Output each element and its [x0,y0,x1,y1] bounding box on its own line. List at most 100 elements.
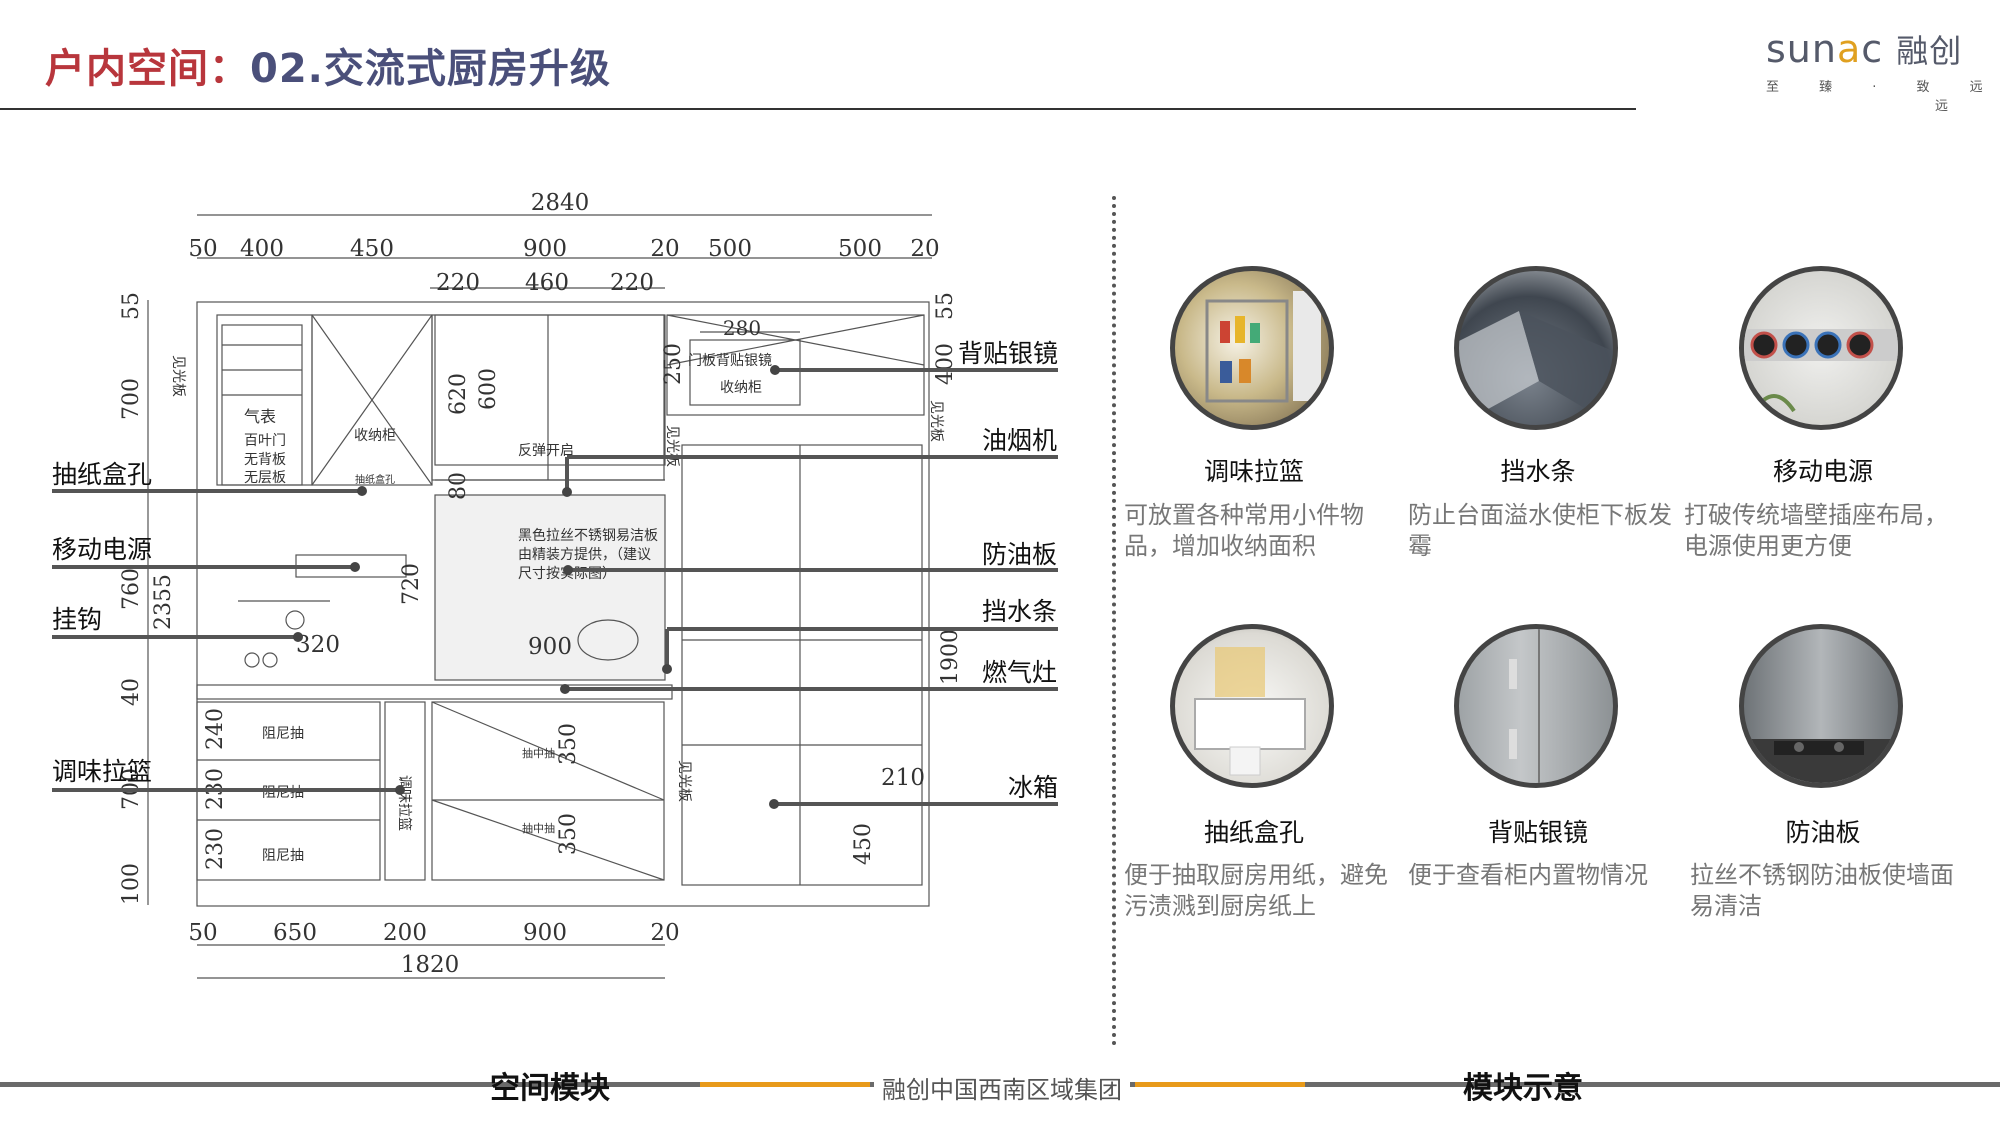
mirror-photo-icon [1454,624,1618,788]
callout-dots [293,365,780,809]
svg-text:无背板: 无背板 [244,452,286,468]
module-desc: 便于查看柜内置物情况 [1408,861,1648,889]
svg-text:900: 900 [523,920,567,946]
svg-text:20: 20 [650,236,679,262]
page-title-part2: 02.交流式厨房升级 [250,46,611,92]
svg-text:320: 320 [296,632,340,658]
svg-text:调味拉篮: 调味拉篮 [396,775,412,831]
svg-text:阻尼抽: 阻尼抽 [262,848,304,864]
callout-splash-board: 防油板 [982,540,1058,569]
callout-hook: 挂钩 [52,605,103,634]
svg-text:350: 350 [556,813,581,855]
svg-text:500: 500 [838,236,882,262]
logo-slogan: 至 臻 · 致 远 [1766,80,2000,95]
svg-text:400: 400 [933,343,958,385]
module-name: 背贴银镜 [1487,818,1588,847]
callout-tissue-hole: 抽纸盒孔 [52,460,153,489]
svg-text:由精装方提供，（建议: 由精装方提供，（建议 [518,547,651,563]
module-desc: 可放置各种常用小件物品，增加收纳面积 [1124,501,1364,560]
water-stop-photo-icon [1454,266,1618,430]
svg-text:220: 220 [610,270,654,296]
svg-text:720: 720 [399,563,424,605]
splash-board-photo-icon [1739,624,1903,788]
svg-text:100: 100 [119,863,144,905]
footer-accent-left [700,1082,870,1087]
footer-company: 融创中国西南区域集团 [874,1070,1130,1105]
callout-range-hood: 油烟机 [982,426,1058,455]
module-desc: 打破传统墙壁插座布局，电源使用更方便 [1684,501,1948,560]
module-desc: 拉丝不锈钢防油板使墙面易清洁 [1690,861,1954,920]
svg-text:见光板: 见光板 [928,400,944,442]
svg-text:55: 55 [933,292,958,320]
module-name: 抽纸盒孔 [1203,818,1304,847]
svg-text:无层板: 无层板 [244,470,286,486]
module-desc: 防止台面溢水使柜下板发霉 [1408,501,1672,560]
svg-text:450: 450 [851,823,876,865]
callout-fridge: 冰箱 [1008,773,1059,802]
module-name: 调味拉篮 [1203,457,1304,486]
svg-text:见光板: 见光板 [170,355,186,397]
callout-mobile-power: 移动电源 [52,535,153,564]
svg-text:反弹开启: 反弹开启 [518,443,574,459]
dimension-labels: 2840 50 400 450 900 20 500 500 20 220 460 220 5… [188,190,939,978]
module-name: 防油板 [1785,818,1861,847]
svg-text:200: 200 [383,920,427,946]
dim-bottom-total: 1820 [401,952,460,978]
svg-text:350: 350 [556,723,581,765]
footer-left-label: 空间模块 [490,1071,610,1106]
svg-text:2355: 2355 [151,574,176,630]
svg-text:210: 210 [881,765,925,791]
svg-text:抽中抽: 抽中抽 [522,746,555,760]
tissue-box-photo-icon [1170,624,1334,788]
svg-text:450: 450 [350,236,394,262]
vertical-dimension-labels: 55 700 760 2355 40 700 100 620 600 80 72… [119,292,963,905]
svg-text:门板背贴银镜: 门板背贴银镜 [688,353,772,369]
svg-text:见光板: 见光板 [664,425,680,467]
svg-text:收纳柜: 收纳柜 [720,380,762,396]
svg-text:400: 400 [240,236,284,262]
page-title-part1: 户内空间： [45,46,250,92]
footer-right-label: 模块示意 [1463,1071,1583,1106]
svg-text:抽纸盒孔: 抽纸盒孔 [355,473,395,486]
svg-text:700: 700 [119,378,144,420]
svg-text:80: 80 [446,472,471,500]
page-title: 户内空间：02.交流式厨房升级 [45,36,611,94]
svg-text:阻尼抽: 阻尼抽 [262,726,304,742]
svg-text:40: 40 [119,678,144,706]
section-divider [1112,196,1116,1046]
svg-text:650: 650 [273,920,317,946]
svg-text:250: 250 [661,343,686,385]
dim-total-width: 2840 [531,190,590,216]
header-divider [0,108,1636,110]
svg-text:280: 280 [723,316,761,340]
callout-gas-stove: 燃气灶 [982,658,1058,687]
svg-text:220: 220 [436,270,480,296]
svg-text:20: 20 [910,236,939,262]
svg-text:620: 620 [446,373,471,415]
svg-text:230: 230 [203,828,228,870]
svg-text:900: 900 [523,236,567,262]
svg-text:900: 900 [528,634,572,660]
svg-text:50: 50 [188,920,217,946]
svg-text:460: 460 [525,270,569,296]
svg-text:见光板: 见光板 [676,760,692,802]
svg-text:百叶门: 百叶门 [244,433,286,449]
module-name: 移动电源 [1772,457,1873,486]
svg-text:1900: 1900 [938,629,963,685]
svg-text:50: 50 [188,236,217,262]
footer-accent-right [1135,1082,1305,1087]
svg-text:500: 500 [708,236,752,262]
svg-text:抽中抽: 抽中抽 [522,821,555,835]
callout-mirror: 背贴银镜 [958,339,1059,368]
callout-water-stop: 挡水条 [982,597,1058,626]
svg-text:黑色拉丝不锈钢易洁板: 黑色拉丝不锈钢易洁板 [518,527,658,544]
module-desc: 便于抽取厨房用纸，避免污渍溅到厨房纸上 [1124,861,1388,920]
svg-text:240: 240 [203,708,228,750]
svg-text:600: 600 [476,368,501,410]
svg-text:气表: 气表 [244,407,276,426]
module-name: 挡水条 [1500,457,1576,486]
svg-text:阻尼抽: 阻尼抽 [262,785,304,801]
logo-slogan-tail: 远 [1934,99,1948,114]
spice-basket-photo-icon [1170,266,1334,430]
svg-text:20: 20 [650,920,679,946]
